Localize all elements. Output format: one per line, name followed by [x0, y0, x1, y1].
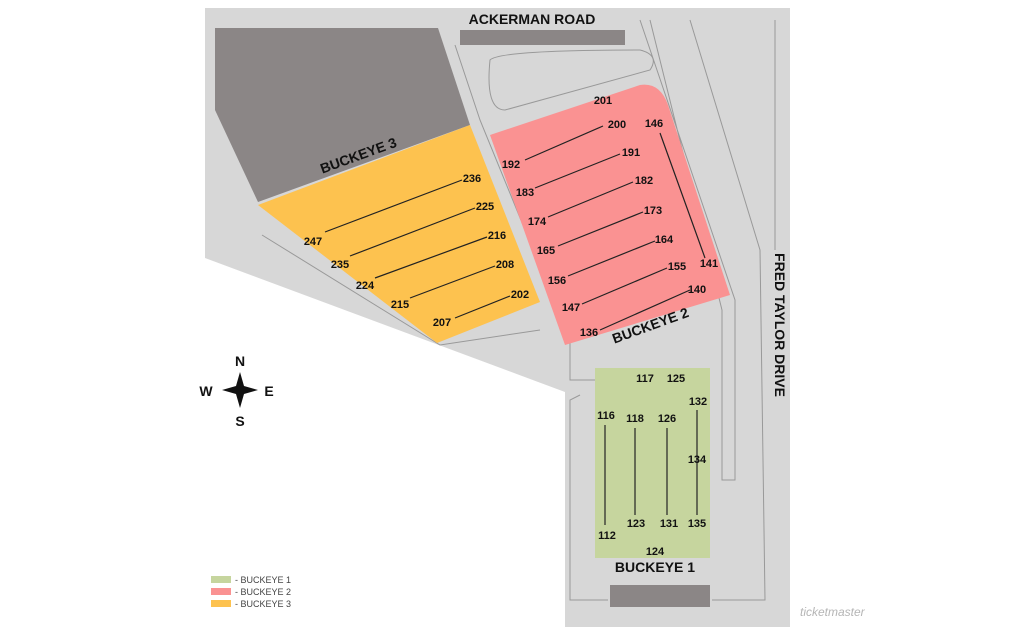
lot-buckeye-3[interactable]: [258, 125, 540, 343]
parking-row-line: [454, 295, 511, 319]
row-number: 236: [463, 173, 481, 185]
building-northwest: [215, 28, 470, 202]
row-number: 141: [700, 258, 718, 270]
compass-rose: N S E W: [199, 353, 273, 429]
compass-w: W: [199, 383, 213, 399]
parking-row-line: [524, 125, 604, 161]
row-number: 235: [331, 259, 349, 271]
row-number: 191: [622, 147, 640, 159]
parking-row-line: [547, 181, 634, 218]
row-number: 207: [433, 317, 451, 329]
buckeye-3-row-numbers: 236 225 216 208 202 247 235 224 215 207: [304, 173, 529, 329]
parking-row-line: [409, 265, 496, 299]
row-number: 126: [658, 413, 676, 425]
row-number: 124: [646, 546, 665, 558]
row-number: 136: [580, 327, 598, 339]
parking-row-line: [581, 267, 668, 305]
ackerman-road-label: ACKERMAN ROAD: [469, 11, 596, 27]
parking-row-line: [567, 240, 656, 277]
row-number: 174: [528, 216, 547, 228]
row-number: 224: [356, 280, 375, 292]
legend-label: - BUCKEYE 1: [235, 575, 291, 585]
parking-row-line: [324, 179, 463, 233]
row-number: 123: [627, 518, 645, 530]
row-number: 200: [608, 119, 626, 131]
row-number: 147: [562, 302, 580, 314]
row-number: 201: [594, 95, 612, 107]
row-number: 116: [597, 410, 615, 422]
parking-row-line: [659, 132, 706, 259]
ticketmaster-logo: ticketmaster: [800, 605, 866, 619]
row-number: 192: [502, 159, 520, 171]
buckeye-2-row-numbers: 201 200 191 182 173 164 155 140 146 141 …: [502, 95, 718, 339]
row-number: 112: [598, 530, 616, 542]
building-ackerman: [460, 30, 625, 45]
row-number: 247: [304, 236, 322, 248]
row-number: 215: [391, 299, 409, 311]
row-number: 135: [688, 518, 706, 530]
row-number: 182: [635, 175, 653, 187]
row-number: 208: [496, 259, 514, 271]
parking-row-line: [374, 236, 488, 279]
row-number: 118: [626, 413, 644, 425]
row-number: 117: [636, 373, 654, 385]
row-number: 216: [488, 230, 506, 242]
legend: - BUCKEYE 1 - BUCKEYE 2 - BUCKEYE 3: [211, 575, 291, 609]
row-number: 140: [688, 284, 706, 296]
legend-swatch-buckeye-1: [211, 576, 231, 583]
parking-row-line: [557, 211, 644, 247]
compass-s: S: [235, 413, 244, 429]
row-number: 134: [688, 454, 707, 466]
row-number: 156: [548, 275, 566, 287]
row-number: 202: [511, 289, 529, 301]
buckeye-1-row-numbers: 117 125 116 118 126 132 134 112 123 131 …: [597, 373, 707, 558]
building-south: [610, 585, 710, 607]
row-number: 165: [537, 245, 555, 257]
row-number: 225: [476, 201, 494, 213]
parking-rows: [324, 125, 706, 525]
row-number: 146: [645, 118, 663, 130]
legend-label: - BUCKEYE 3: [235, 599, 291, 609]
row-number: 131: [660, 518, 678, 530]
parking-row-line: [349, 207, 476, 257]
buckeye-1-label: BUCKEYE 1: [615, 559, 695, 575]
row-number: 183: [516, 187, 534, 199]
parking-row-line: [534, 153, 621, 189]
row-number: 155: [668, 261, 686, 273]
fred-taylor-drive-label: FRED TAYLOR DRIVE: [772, 253, 788, 397]
compass-star-icon: [222, 372, 258, 408]
legend-label: - BUCKEYE 2: [235, 587, 291, 597]
row-number: 164: [655, 234, 674, 246]
parking-row-line: [599, 289, 691, 331]
compass-e: E: [264, 383, 273, 399]
lot-buckeye-1[interactable]: [595, 368, 710, 558]
legend-swatch-buckeye-2: [211, 588, 231, 595]
row-number: 125: [667, 373, 685, 385]
row-number: 173: [644, 205, 662, 217]
compass-n: N: [235, 353, 245, 369]
legend-swatch-buckeye-3: [211, 600, 231, 607]
row-number: 132: [689, 396, 707, 408]
